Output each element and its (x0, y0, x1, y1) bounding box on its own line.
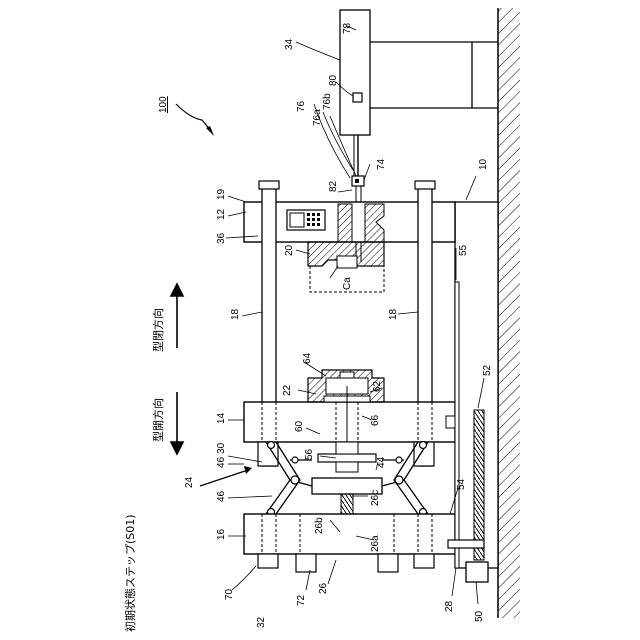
label-74: 74 (376, 158, 387, 170)
label-56: 56 (304, 448, 315, 460)
guide-rail (455, 282, 459, 568)
label-44: 44 (376, 456, 387, 468)
label-19: 19 (216, 188, 227, 200)
label-36: 36 (216, 232, 227, 244)
ground-wall (498, 8, 520, 618)
label-52: 52 (482, 364, 493, 376)
label-24: 24 (184, 476, 195, 488)
label-60: 60 (294, 420, 305, 432)
label-Ca: Ca (342, 277, 353, 290)
control-panel (287, 210, 325, 230)
drive-screw (474, 410, 484, 560)
label-18-right: 18 (388, 308, 399, 320)
label-26: 26 (318, 582, 329, 594)
label-26a: 26a (370, 535, 381, 552)
label-54: 54 (456, 478, 467, 490)
label-72: 72 (296, 594, 307, 606)
label-76: 76 (296, 100, 307, 112)
label-26c: 26c (370, 490, 381, 506)
label-50: 50 (474, 610, 485, 622)
label-55: 55 (458, 244, 469, 256)
step-caption: 初期状態ステップ(S01) (123, 514, 137, 632)
label-12: 12 (216, 208, 227, 220)
label-62: 62 (372, 380, 383, 392)
sensor-80 (353, 93, 362, 102)
label-76a: 76a (312, 109, 323, 126)
label-78: 78 (342, 22, 353, 34)
label-22: 22 (282, 384, 293, 396)
ejector-plate (318, 454, 376, 462)
open-direction-label: 型開方向 (151, 398, 165, 442)
label-10: 10 (478, 158, 489, 170)
label-28: 28 (444, 600, 455, 612)
label-18-left: 18 (230, 308, 241, 320)
label-80: 80 (328, 74, 339, 86)
label-16: 16 (216, 528, 227, 540)
close-direction-label: 型閉方向 (151, 308, 165, 352)
label-14: 14 (216, 412, 227, 424)
label-82: 82 (328, 180, 339, 192)
label-20: 20 (284, 244, 295, 256)
label-64: 64 (302, 352, 313, 364)
motor-50 (466, 562, 488, 582)
reference-number: 100 (158, 96, 169, 113)
label-32: 32 (256, 616, 267, 628)
stand (370, 42, 498, 108)
label-66: 66 (370, 414, 381, 426)
drive-bracket (448, 540, 484, 548)
label-46: 46 (216, 490, 227, 502)
label-46-30: 4630 (216, 442, 227, 468)
label-70: 70 (224, 588, 235, 600)
label-26b: 26b (314, 517, 325, 534)
label-34: 34 (284, 38, 295, 50)
label-76b: 76b (322, 93, 333, 110)
direction-arrows (171, 284, 183, 454)
